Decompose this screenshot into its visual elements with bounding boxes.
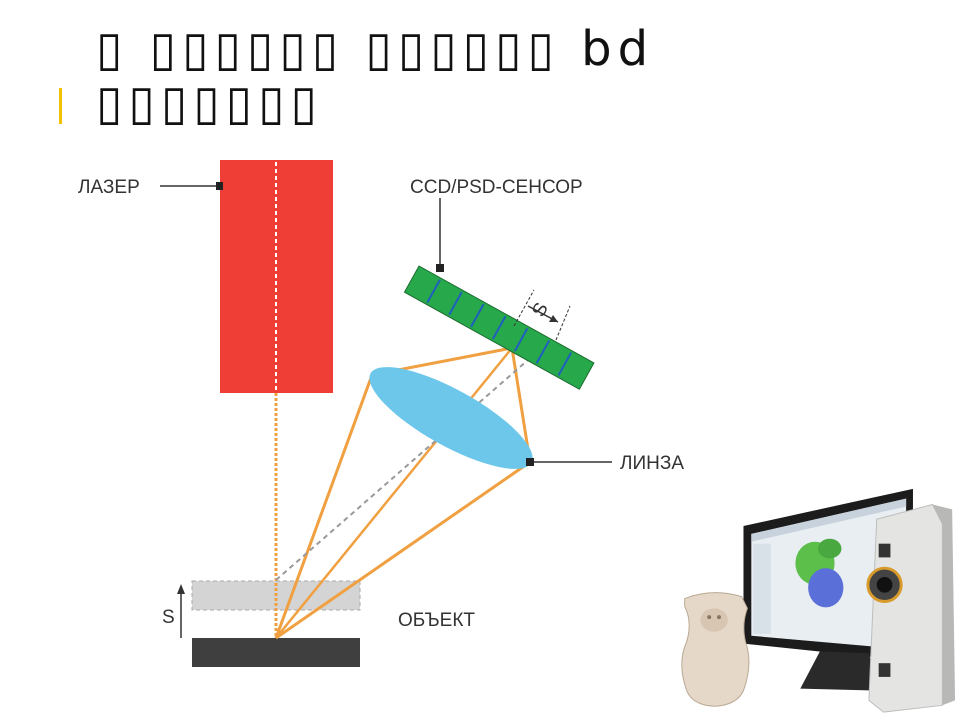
scanner-camera-top: [878, 543, 891, 558]
monitor-sidebar: [753, 543, 771, 634]
3d-scanner-setup-icon: [681, 488, 956, 713]
figurine: [681, 592, 750, 707]
lens-label: ЛИНЗА: [620, 453, 684, 474]
sensor-label: CCD/PSD-СЕНСОР: [410, 177, 583, 198]
figurine-face: [700, 608, 728, 632]
object-shift-label: S: [162, 607, 175, 628]
scanner-camera-bottom: [878, 663, 891, 677]
sensor-tick: [470, 303, 485, 328]
shifted-ray-dashed: [275, 359, 529, 581]
sensor-label-anchor: [436, 264, 444, 272]
sensor-shift-dashed: [555, 305, 571, 341]
object-label: ОБЪЕКТ: [398, 610, 475, 631]
monitor-stand: [800, 651, 879, 691]
figurine-eye: [707, 615, 712, 620]
sensor: [403, 265, 595, 390]
sensor-shift-arrowhead: [549, 315, 558, 322]
sensor-tick: [513, 327, 529, 352]
sensor-tick: [557, 352, 572, 376]
laser-label: ЛАЗЕР: [78, 177, 140, 198]
monitor-toolbar: [751, 498, 907, 542]
figurine-eye: [717, 615, 721, 620]
sensor-tick: [492, 315, 507, 340]
sensor-tick: [426, 279, 441, 304]
sensor-tick: [535, 339, 551, 364]
object-surface: [192, 638, 360, 667]
object-shift-arrowhead: [177, 584, 185, 594]
reflected-ray-center: [275, 347, 513, 639]
lens: [369, 367, 533, 469]
laser-label-anchor: [216, 182, 223, 190]
scanner-side: [932, 504, 956, 706]
sensor-shift-dashed: [513, 289, 535, 327]
sensor-tick: [448, 291, 463, 316]
lens-label-anchor: [526, 458, 534, 466]
scanner-lens: [876, 576, 893, 593]
slide-title-line-1: ▯ ▯▯▯▯▯▯ ▯▯▯▯▯▯ bd: [96, 21, 655, 77]
slide-title: ▯ ▯▯▯▯▯▯ ▯▯▯▯▯▯ bd ▯▯▯▯▯▯▯: [96, 22, 856, 130]
title-accent-bar: [59, 88, 62, 124]
slide-title-line-2: ▯▯▯▯▯▯▯: [96, 75, 323, 131]
scan-model-blue: [808, 568, 844, 608]
scan-model-head: [817, 538, 842, 559]
scanner-body: [868, 503, 943, 713]
